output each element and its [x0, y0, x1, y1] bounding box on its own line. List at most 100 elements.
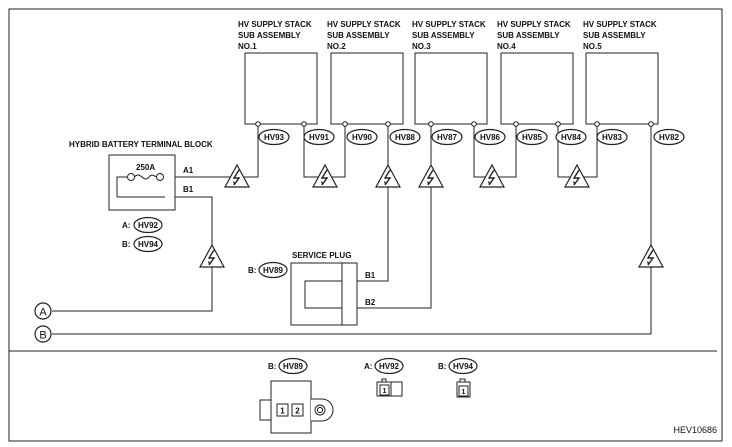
connector-view-hv92-oval [374, 357, 404, 375]
terminal-conn-b-prefix: B: [122, 240, 130, 249]
hv-warning-icon [564, 164, 590, 188]
connector-view-hv92-label: HV92 [379, 362, 400, 371]
module-4: HV SUPPLY STACK SUB ASSEMBLY NO.4 [497, 20, 574, 125]
reference-b-circle [34, 325, 52, 343]
service-plug-conn-label: HV89 [263, 266, 284, 275]
connector-hv86-oval [474, 128, 506, 146]
connector-hv88-label: HV88 [395, 133, 416, 142]
module-4-title-line-2: SUB ASSEMBLY [497, 31, 560, 40]
service-plug-pin-b2: B2 [365, 298, 376, 307]
module-5-title-line-1: HV SUPPLY STACK [583, 20, 657, 29]
connector-hv91-oval [303, 128, 335, 146]
terminal-block-pin-a1: A1 [183, 166, 194, 175]
connector-hv84-oval [555, 128, 587, 146]
service-plug-internal-wire [304, 280, 342, 309]
connector-hv82-label: HV82 [659, 133, 680, 142]
reference-a-label: A [39, 307, 47, 319]
service-plug: SERVICE PLUG B1 B2 B: HV89 [248, 251, 376, 326]
module-5-title-line-2: SUB ASSEMBLY [583, 31, 646, 40]
connector-hv90-label: HV90 [352, 133, 373, 142]
module-3-title-line-3: NO.3 [412, 42, 431, 51]
reference-a-circle [34, 302, 52, 320]
wire-hv82-ground-b [52, 124, 652, 335]
connector-hv92-pin-1-label: 1 [383, 388, 387, 395]
terminal-conn-b-label: HV94 [138, 240, 159, 249]
module-2-title-line-1: HV SUPPLY STACK [327, 20, 401, 29]
module-3-box [414, 52, 488, 125]
connector-hv94-pin-1-label: 1 [462, 389, 466, 396]
connector-hv89-pin-1-label: 1 [280, 407, 285, 416]
connector-hv92-pin-1 [379, 384, 390, 396]
connector-hv87-oval [431, 128, 463, 146]
module-4-title-line-3: NO.4 [497, 42, 516, 51]
connector-view-hv94-label: HV94 [453, 362, 474, 371]
hv-warning-icon [479, 164, 505, 188]
connector-view-hv94: B: HV94 1 [438, 357, 478, 398]
connector-hv89-pin-1 [276, 403, 289, 417]
hv-warning-icon [375, 164, 401, 188]
module-connectors: HV93 HV91 HV90 HV88 HV87 HV86 HV85 HV84 … [258, 128, 685, 146]
connector-hv92-oval [133, 216, 163, 234]
figure-id: HEV10686 [673, 425, 717, 435]
connector-hv89-pin-2-label: 2 [295, 407, 300, 416]
service-plug-title: SERVICE PLUG [292, 251, 351, 260]
hv-warning-icon [199, 244, 225, 268]
terminal-block: HYBRID BATTERY TERMINAL BLOCK 250A A1 B1… [69, 140, 213, 253]
connector-view-hv89-label: HV89 [283, 362, 304, 371]
service-plug-conn-prefix: B: [248, 266, 256, 275]
reference-points: A B [34, 302, 52, 343]
diagram-frame [8, 8, 723, 442]
terminal-conn-a-label: HV92 [138, 221, 159, 230]
module-2-title-line-3: NO.2 [327, 42, 346, 51]
connector-hv90-oval [346, 128, 378, 146]
connector-hv82-oval [653, 128, 685, 146]
connector-view-hv94-prefix: B: [438, 362, 446, 371]
connector-hv89-oval [258, 261, 288, 279]
module-5: HV SUPPLY STACK SUB ASSEMBLY NO.5 [583, 20, 659, 125]
module-5-title-line-3: NO.5 [583, 42, 602, 51]
hv-warning-icon [638, 244, 664, 268]
connector-view-hv94-oval [448, 357, 478, 375]
connector-hv85-label: HV85 [522, 133, 543, 142]
hv-warning-icon [418, 164, 444, 188]
terminal-conn-a-prefix: A: [122, 221, 130, 230]
module-pins [255, 121, 654, 127]
reference-b-label: B [39, 330, 46, 342]
wire-hv88-plug-b1 [357, 124, 389, 282]
wire-hv87-plug-b2 [357, 124, 432, 309]
connector-hv87-label: HV87 [437, 133, 458, 142]
module-1-title-line-2: SUB ASSEMBLY [238, 31, 301, 40]
terminal-block-internal-wire [116, 176, 127, 197]
wire-b1-ground-a [52, 196, 213, 312]
connector-view-hv92-prefix: A: [364, 362, 372, 371]
connector-hv85-oval [516, 128, 548, 146]
module-2-box [330, 52, 404, 125]
module-1-title-line-1: HV SUPPLY STACK [238, 20, 312, 29]
module-2: HV SUPPLY STACK SUB ASSEMBLY NO.2 [327, 20, 404, 125]
connector-hv83-oval [596, 128, 628, 146]
module-1: HV SUPPLY STACK SUB ASSEMBLY NO.1 [238, 20, 318, 125]
connector-hv84-label: HV84 [561, 133, 582, 142]
service-plug-pin-b1: B1 [365, 271, 376, 280]
terminal-block-box [108, 154, 176, 211]
wire-a1-hv93 [165, 124, 259, 178]
connector-view-hv92: A: HV92 1 [364, 357, 404, 397]
connector-hv83-label: HV83 [602, 133, 623, 142]
connector-hv94-pin-1 [458, 385, 469, 397]
hv-warning-icon [312, 164, 338, 188]
module-2-title-line-2: SUB ASSEMBLY [327, 31, 390, 40]
module-3: HV SUPPLY STACK SUB ASSEMBLY NO.3 [412, 20, 488, 125]
connector-hv93-oval [258, 128, 290, 146]
connector-hv86-label: HV86 [480, 133, 501, 142]
module-4-box [500, 52, 574, 125]
module-4-title-line-1: HV SUPPLY STACK [497, 20, 571, 29]
hv-warning-icon [224, 164, 250, 188]
connector-hv94-oval [133, 235, 163, 253]
terminal-block-title: HYBRID BATTERY TERMINAL BLOCK [69, 140, 213, 149]
terminal-block-pin-b1: B1 [183, 185, 194, 194]
fuse-terminal-right [156, 173, 164, 181]
connector-hv89-latch [259, 399, 272, 421]
connector-hv93-label: HV93 [264, 133, 285, 142]
connector-hv88-oval [389, 128, 421, 146]
